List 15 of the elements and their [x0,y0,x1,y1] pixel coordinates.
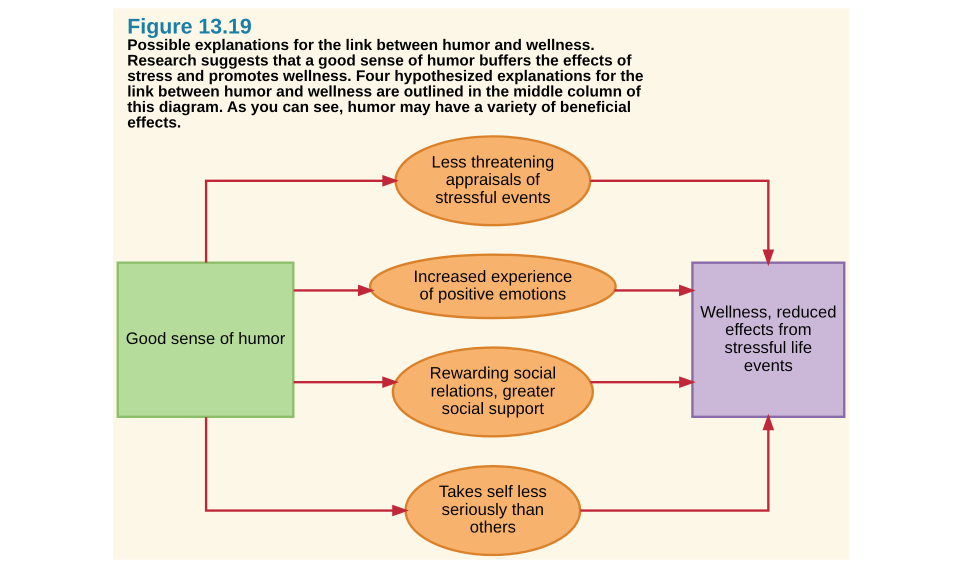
arrow [590,180,774,266]
diagram-title: Figure 13.19 [126,14,252,39]
node-ellipse: Less threatening appraisals of stressful events [394,135,591,226]
node-box: Wellness, reduced effects from stressful life events [690,261,845,418]
node-ellipse: Rewarding social relations, greater social support [391,346,594,438]
node-ellipse: Takes self less seriously than others [404,464,581,556]
node-ellipse: Increased experience of positive emotions [368,253,616,320]
arrow [614,284,696,296]
arrow [590,376,696,388]
arrow [580,414,774,512]
arrow [204,174,398,263]
arrow [204,417,408,516]
node-box: Good sense of humor [116,261,294,418]
arrow [293,284,374,296]
arrow [293,376,398,388]
